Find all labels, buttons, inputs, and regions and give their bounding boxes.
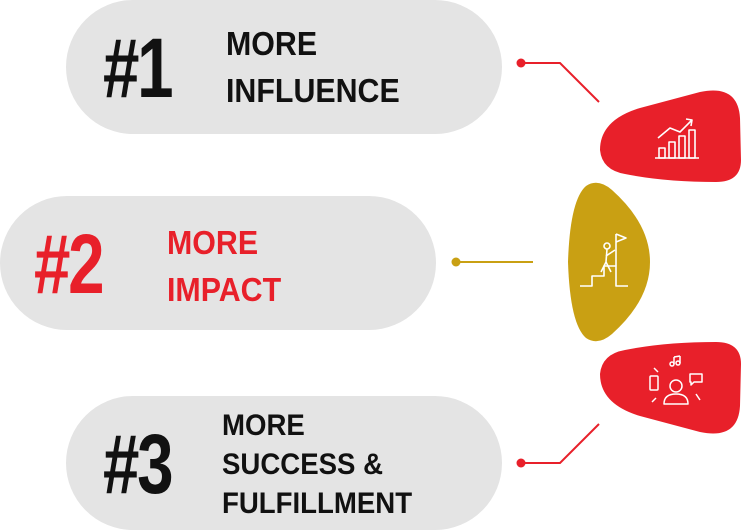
item-3-pill — [66, 396, 502, 530]
item-3-label-line2: SUCCESS & — [222, 448, 384, 481]
summit-flag-icon — [580, 233, 628, 287]
item-3-number: #3 — [103, 417, 174, 511]
item-2-label-line2: IMPACT — [167, 271, 282, 308]
item-2-number: #2 — [34, 217, 105, 311]
growth-chart-icon — [655, 118, 699, 159]
connector-1 — [516, 58, 600, 103]
item-1-pill — [66, 0, 502, 134]
item-2-label: MORE IMPACT — [167, 219, 281, 313]
petal-2 — [568, 182, 650, 342]
item-3-label: MORE SUCCESS & FULFILLMENT — [222, 406, 412, 523]
item-1-label-line2: INFLUENCE — [226, 72, 400, 109]
item-1-label-line1: MORE — [226, 25, 318, 62]
connector-3 — [516, 423, 600, 468]
item-1-label: MORE INFLUENCE — [226, 20, 400, 114]
item-2-label-line1: MORE — [167, 224, 259, 261]
petal-1 — [600, 90, 741, 182]
item-1-number: #1 — [103, 21, 174, 115]
item-2-pill — [0, 196, 436, 330]
item-3-label-line1: MORE — [222, 409, 305, 442]
connected-person-icon — [649, 355, 703, 405]
item-3-label-line3: FULFILLMENT — [222, 487, 413, 520]
connector-2 — [451, 257, 533, 267]
